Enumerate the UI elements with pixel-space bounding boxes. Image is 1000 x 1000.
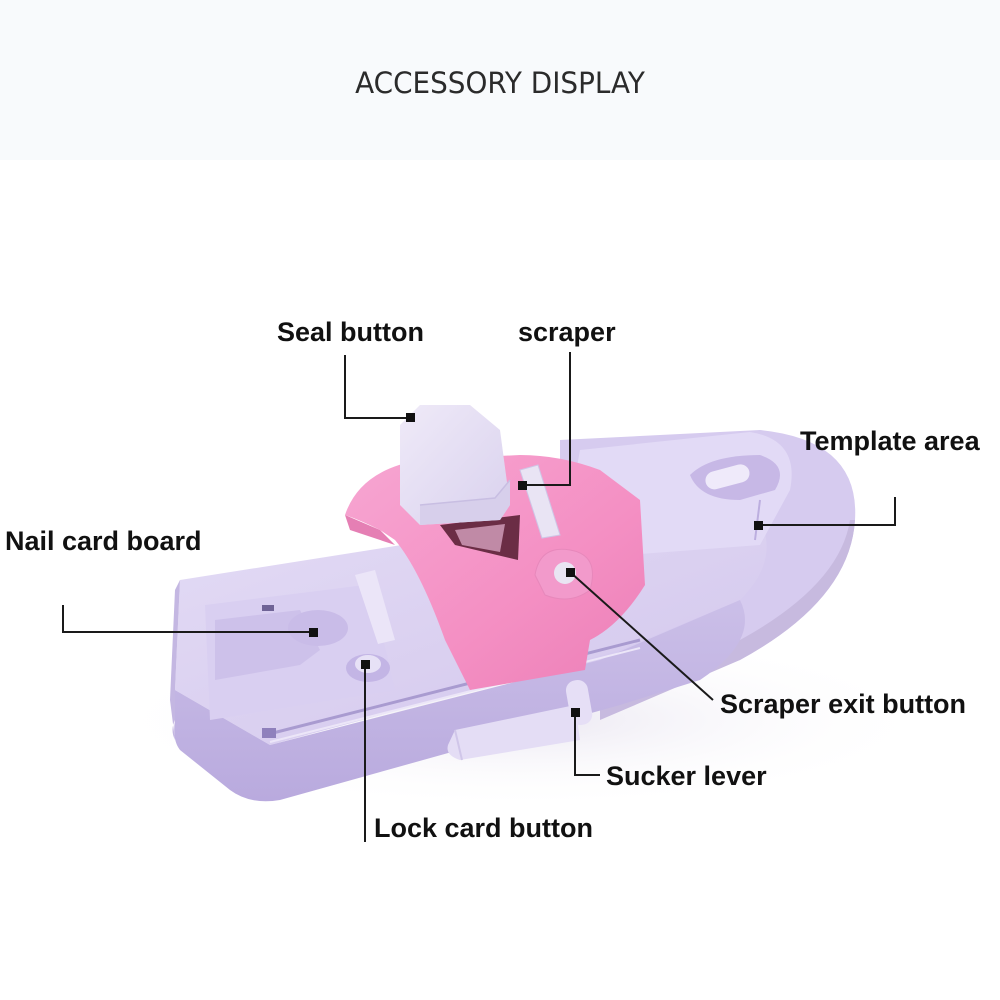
label-scraper: scraper — [518, 317, 616, 347]
seal-button-part — [400, 405, 511, 525]
leader-scraper — [522, 352, 571, 486]
leader-sucker-lever — [574, 712, 600, 776]
leader-seal-button — [344, 355, 409, 419]
label-lock-card-button: Lock card button — [374, 813, 594, 843]
header-band — [0, 0, 1000, 160]
label-nail-card-board: Nail card board — [5, 526, 202, 556]
label-scraper-exit-button: Scraper exit button — [720, 689, 967, 719]
leader-nail-card-board — [62, 605, 313, 633]
leader-scraper-exit-button — [569, 571, 714, 701]
leader-markers — [309, 413, 763, 717]
page-title: ACCESSORY DISPLAY — [355, 66, 645, 100]
label-seal-button: Seal button — [277, 317, 424, 347]
leader-lines — [62, 352, 896, 842]
leader-template-area — [758, 497, 896, 526]
label-template-area: Template area — [800, 426, 980, 456]
label-sucker-lever: Sucker lever — [606, 761, 767, 791]
